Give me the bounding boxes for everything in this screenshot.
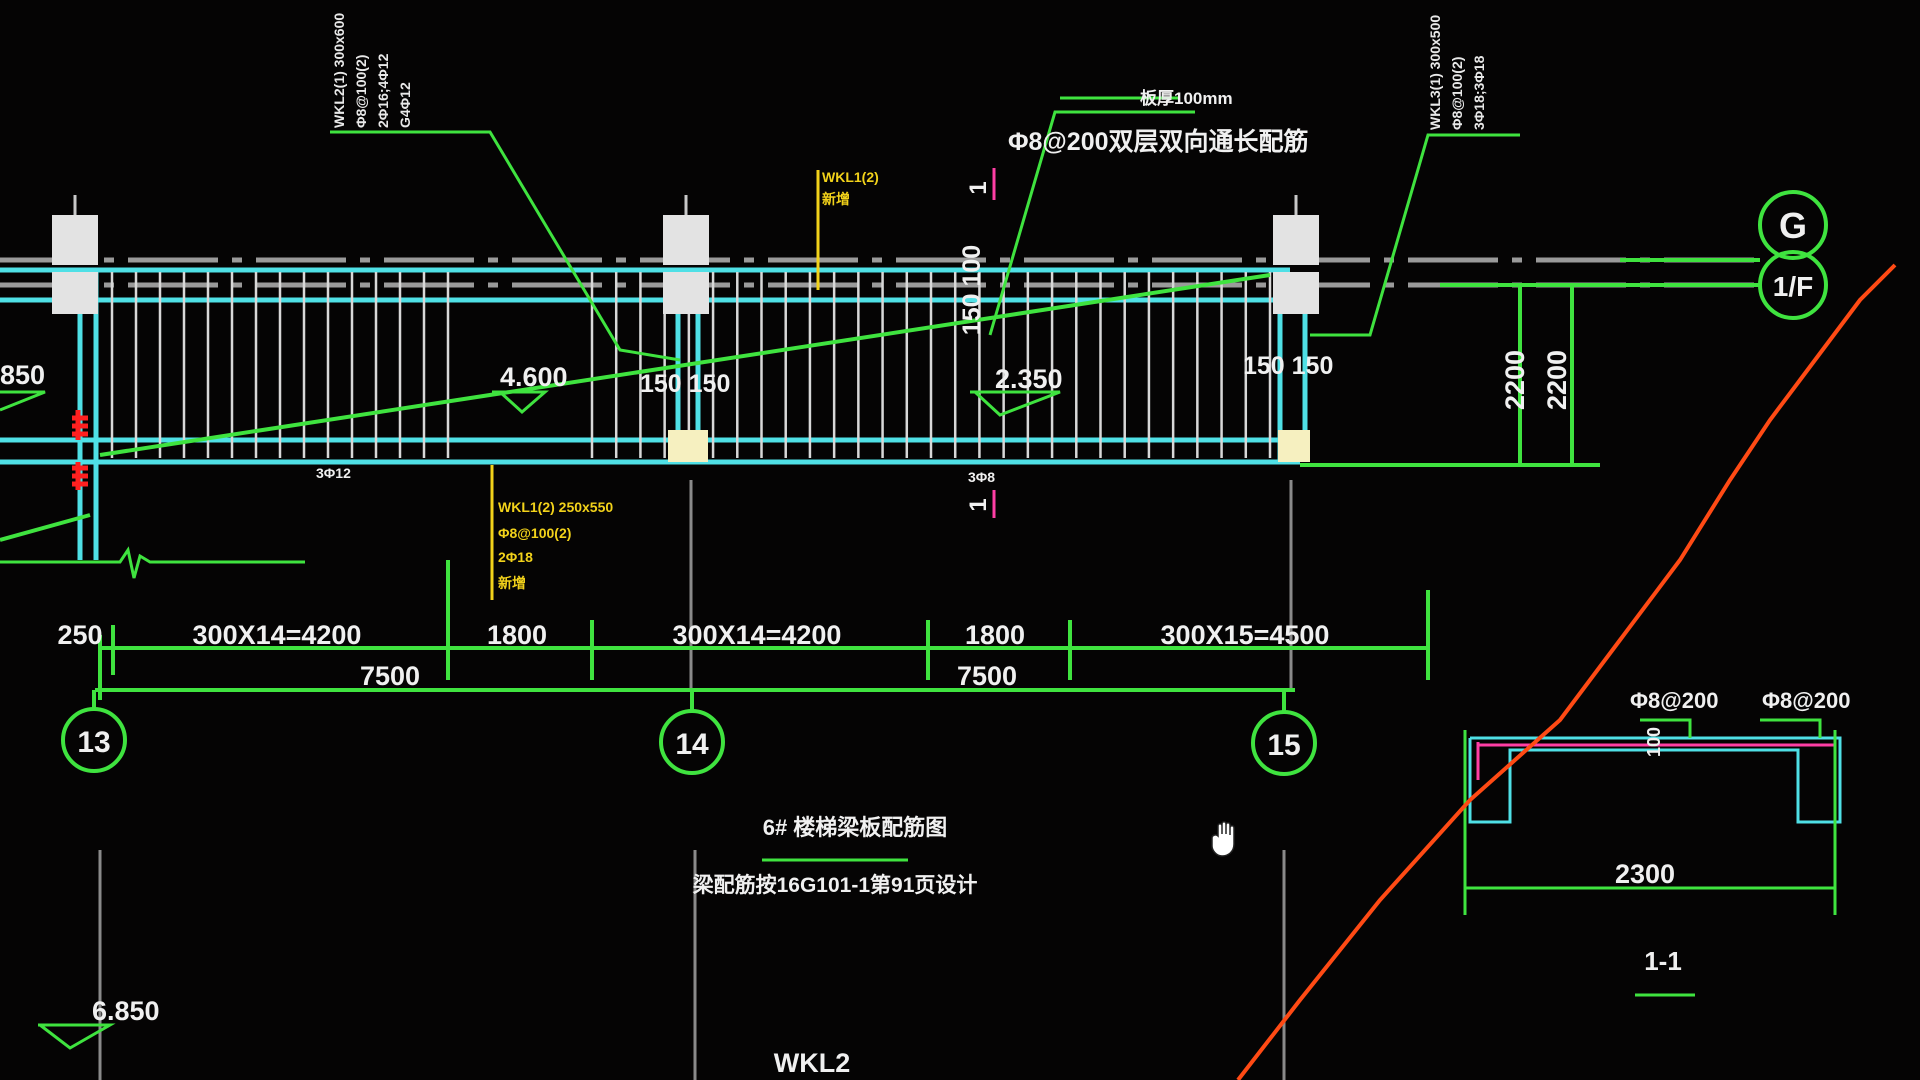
column-axis-stubs — [73, 195, 1298, 1080]
columns — [52, 215, 1319, 462]
pan-hand-cursor[interactable] — [1211, 821, 1235, 857]
leader-text-right: WKL3(1) 300x500 Φ8@100(2) 3Φ18;3Φ18 — [1427, 15, 1487, 130]
elevation-texts: 850 4.600 2.350 6.850 — [0, 360, 1063, 1026]
elevation-mid-left: 4.600 — [500, 362, 568, 392]
rebar-note: Φ8@200双层双向通长配筋 — [1008, 127, 1309, 156]
axis-bubble-1f[interactable]: 1/F — [1758, 250, 1828, 320]
leader-left-line-2: Φ8@100(2) — [353, 55, 369, 128]
column-13-mid — [52, 272, 98, 314]
beam-label: WKL2 — [774, 1048, 851, 1078]
slab-slope-lines — [0, 273, 1271, 542]
column-14-mid — [663, 272, 709, 314]
bar-label-small-2: 3Φ8 — [968, 469, 995, 485]
yellow-bottom-line-2: Φ8@100(2) — [498, 525, 571, 541]
section-rebar-right: Φ8@200 — [1762, 688, 1850, 713]
leader-left-line-4: G4Φ12 — [397, 82, 413, 128]
beam-outlines — [0, 267, 1308, 560]
leader-right-line-2: Φ8@100(2) — [1449, 57, 1465, 130]
axis-label-g: G — [1779, 205, 1807, 246]
orange-cut-line — [1236, 263, 1897, 1080]
dim-height-1: 2200 — [1500, 350, 1530, 410]
yellow-top-line-1: WKL1(2) — [822, 169, 879, 185]
dimension-texts: 250 300X14=4200 1800 300X14=4200 1800 30… — [57, 350, 1675, 889]
axis-bubble-14[interactable]: 14 — [659, 690, 725, 775]
leader-right-line-3: 3Φ18;3Φ18 — [1471, 55, 1487, 130]
leader-text-yellow-bottom: WKL1(2) 250x550 Φ8@100(2) 2Φ18 新增 — [498, 499, 613, 591]
elevation-mid: 2.350 — [995, 364, 1063, 394]
leader-text-yellow-top: WKL1(2) 新增 — [822, 169, 879, 207]
yellow-top-line-2: 新增 — [822, 191, 850, 207]
axis-label-1f: 1/F — [1773, 271, 1813, 302]
section-rebar-left: Φ8@200 — [1630, 688, 1718, 713]
vertical-dims: 150 100 — [958, 245, 986, 335]
axis-bubble-g[interactable]: G — [1758, 190, 1828, 260]
column-15-top — [1273, 215, 1319, 265]
dimension-lines — [95, 285, 1600, 700]
column-13-top — [52, 215, 98, 265]
leader-left-line-1: WKL2(1) 300x600 — [331, 13, 347, 128]
elevation-markers — [0, 390, 1061, 1050]
dim-seg-5: 300X15=4500 — [1161, 620, 1330, 650]
dim-seg-2: 1800 — [487, 620, 547, 650]
red-rebar-marks — [72, 410, 88, 490]
section-mark-bottom: 1 — [965, 498, 992, 511]
axis-label-13: 13 — [77, 726, 110, 759]
elevation-lower-left: 6.850 — [92, 996, 160, 1026]
column-14-top — [663, 215, 709, 265]
col-15-dims: 150 150 — [1243, 352, 1333, 380]
yellow-bottom-line-4: 新增 — [498, 575, 526, 591]
section-detail — [1463, 718, 1842, 997]
axis-label-14: 14 — [675, 728, 709, 761]
axis-lines — [0, 257, 1760, 288]
drawing-labels: 6# 楼梯梁板配筋图 梁配筋按16G101-1第91页设计 1-1 WKL2 — [692, 815, 1682, 1078]
section-mark-top: 1 — [965, 181, 992, 194]
dim-section-width: 2300 — [1615, 859, 1675, 889]
dim-height-2: 2200 — [1542, 350, 1572, 410]
column-15-base — [1278, 430, 1310, 462]
drawing-note: 梁配筋按16G101-1第91页设计 — [692, 873, 978, 897]
dim-total-1: 7500 — [360, 661, 420, 691]
col-14-dims: 150 150 — [640, 370, 730, 398]
yellow-bottom-line-1: WKL1(2) 250x550 — [498, 499, 613, 515]
dim-seg-3: 300X14=4200 — [673, 620, 842, 650]
column-14-base — [668, 430, 708, 462]
leader-lines — [330, 96, 1520, 600]
axis-label-15: 15 — [1267, 729, 1300, 762]
dim-seg-4: 1800 — [965, 620, 1025, 650]
bar-label-small: 3Φ12 — [316, 465, 351, 481]
top-thickness-note: 板厚100mm — [1140, 88, 1233, 108]
annotation-texts: 板厚100mm Φ8@200双层双向通长配筋 150 150 150 150 1… — [316, 88, 1850, 757]
leader-text-left: WKL2(1) 300x600 Φ8@100(2) 2Φ16;4Φ12 G4Φ1… — [331, 13, 413, 128]
yellow-bottom-line-3: 2Φ18 — [498, 549, 533, 565]
axis-bubble-15[interactable]: 15 — [1251, 690, 1317, 776]
break-line — [0, 546, 305, 579]
dim-250: 250 — [57, 620, 102, 650]
section-title: 1-1 — [1644, 946, 1682, 976]
leader-right-line-1: WKL3(1) 300x500 — [1427, 15, 1443, 130]
section-mid-dim: 100 — [1644, 727, 1664, 757]
leader-left-line-3: 2Φ16;4Φ12 — [375, 53, 391, 128]
dim-total-2: 7500 — [957, 661, 1017, 691]
stair-treads-right — [590, 272, 1272, 458]
axis-bubble-13[interactable]: 13 — [61, 690, 127, 773]
column-15-mid — [1273, 272, 1319, 314]
dim-seg-1: 300X14=4200 — [193, 620, 362, 650]
elevation-left: 850 — [0, 360, 45, 390]
drawing-title: 6# 楼梯梁板配筋图 — [763, 815, 948, 840]
